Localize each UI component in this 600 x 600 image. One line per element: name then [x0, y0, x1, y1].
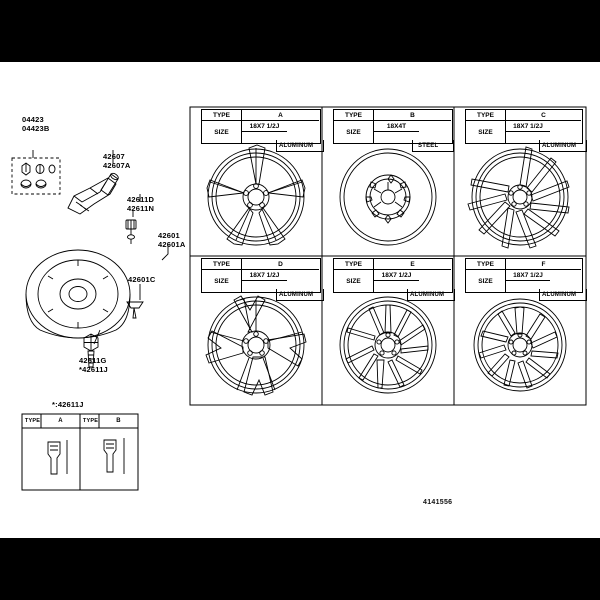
material-a: ALUMINUM [279, 143, 314, 149]
size-value-d: 18X7 1/2J [242, 270, 287, 281]
callout-42601c: 42601C [128, 275, 156, 284]
type-label-c: TYPE [466, 110, 506, 121]
callout-42601: 42601 42601A [158, 231, 186, 249]
inset-type-value-b: B [116, 418, 121, 424]
panel-table-a: TYPE A SIZE 18X7 1/2J [201, 109, 321, 144]
inset-type-label-a: TYPE [24, 418, 41, 424]
drawing-code: 4141556 [423, 499, 453, 506]
type-value-d: D [242, 259, 319, 270]
panel-table-e: TYPE E SIZE 18X7 1/2J [333, 258, 453, 293]
material-box-a [276, 140, 324, 152]
type-value-c: C [506, 110, 581, 121]
callout-04423: 04423 04423B [22, 115, 50, 133]
size-value-b: 18X4T [374, 121, 419, 132]
panel-table-f: TYPE F SIZE 18X7 1/2J [465, 258, 583, 293]
inset-type-value-a: A [58, 418, 63, 424]
size-label-f: SIZE [466, 270, 506, 292]
size-label-b: SIZE [334, 121, 374, 143]
material-box-e [407, 289, 455, 301]
material-e: ALUMINUM [410, 292, 445, 298]
type-label-d: TYPE [202, 259, 242, 270]
panel-table-d: TYPE D SIZE 18X7 1/2J [201, 258, 321, 293]
size-label-c: SIZE [466, 121, 506, 143]
callout-42611g: 42611G *42611J [79, 356, 108, 374]
callout-42607: 42607 42607A [103, 152, 131, 170]
material-c: ALUMINUM [542, 143, 577, 149]
size-value-e: 18X7 1/2J [374, 270, 419, 281]
inset-type-label-b: TYPE [82, 418, 99, 424]
material-box-d [276, 289, 324, 301]
type-value-f: F [506, 259, 581, 270]
material-b: STEEL [418, 143, 439, 149]
diagram-sheet: 04423 04423B 42607 42607A 42611D 42611N … [0, 62, 600, 538]
panel-table-c: TYPE C SIZE 18X7 1/2J [465, 109, 583, 144]
material-box-c [539, 140, 587, 152]
size-label-e: SIZE [334, 270, 374, 292]
size-value-a: 18X7 1/2J [242, 121, 287, 132]
parts-illustration [11, 106, 587, 491]
material-box-b [412, 140, 454, 152]
type-label-f: TYPE [466, 259, 506, 270]
size-label-d: SIZE [202, 270, 242, 292]
type-label-b: TYPE [334, 110, 374, 121]
panel-table-b: TYPE B SIZE 18X4T [333, 109, 453, 144]
size-label-a: SIZE [202, 121, 242, 143]
size-value-f: 18X7 1/2J [506, 270, 550, 281]
type-label-e: TYPE [334, 259, 374, 270]
type-value-b: B [374, 110, 451, 121]
material-d: ALUMINUM [279, 292, 314, 298]
size-value-c: 18X7 1/2J [506, 121, 550, 132]
type-label-a: TYPE [202, 110, 242, 121]
type-value-e: E [374, 259, 451, 270]
callout-42611d: 42611D 42611N [127, 195, 155, 213]
material-box-f [539, 289, 587, 301]
material-f: ALUMINUM [542, 292, 577, 298]
type-value-a: A [242, 110, 319, 121]
callout-inset-note: *:42611J [52, 400, 84, 409]
